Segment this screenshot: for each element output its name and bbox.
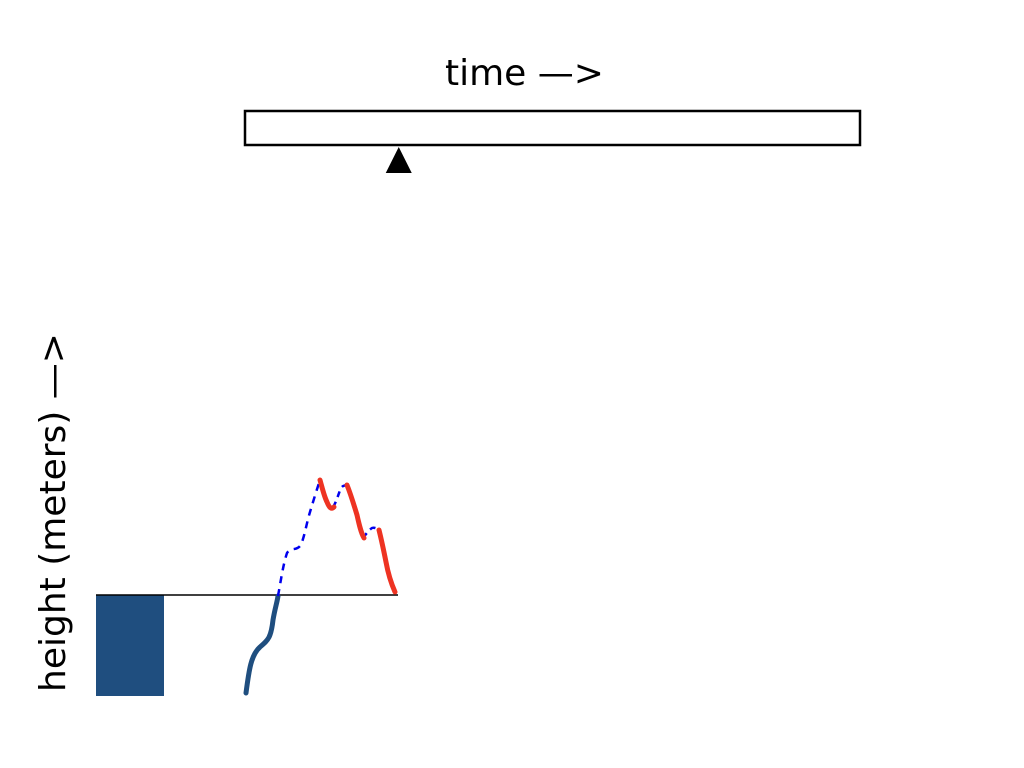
red-segment-2: [344, 482, 367, 541]
time-axis-label: time —>: [445, 53, 604, 94]
dashed-curve-rise: [276, 479, 322, 597]
underground-curve: [243, 593, 281, 696]
dashed-curve-dip: [362, 526, 381, 539]
timeline-bar[interactable]: [243, 109, 862, 147]
red-segment-3: [376, 527, 398, 595]
red-segment-1: [317, 477, 337, 511]
timeline-marker[interactable]: [385, 147, 412, 173]
past-height-block: [96, 595, 164, 696]
